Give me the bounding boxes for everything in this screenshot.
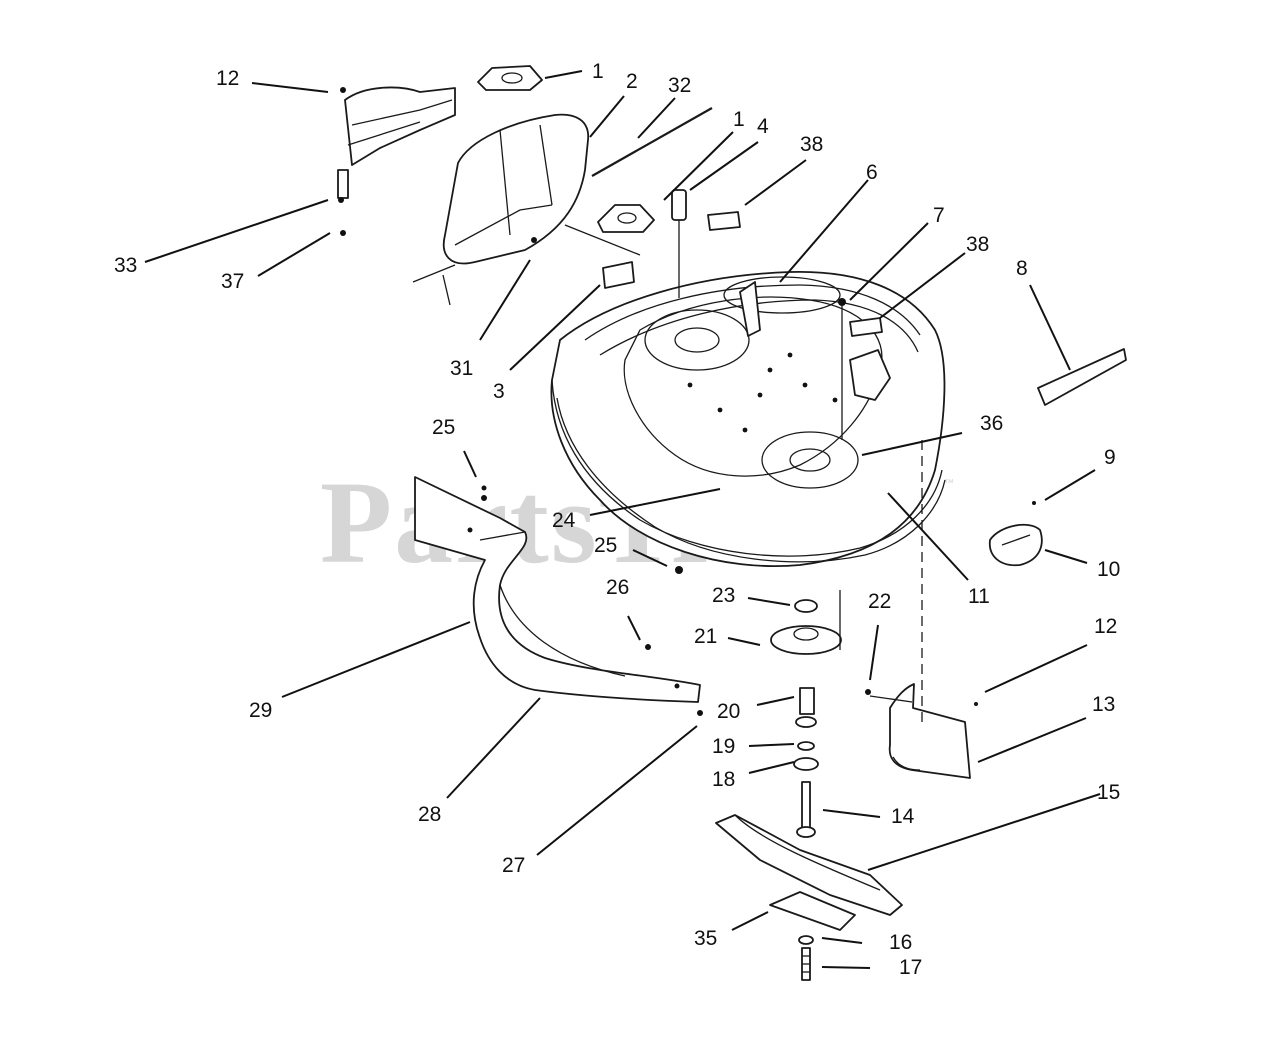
callout-38: 38 — [800, 133, 823, 156]
callout-27: 27 — [502, 854, 525, 877]
hinge-rod — [591, 107, 713, 177]
callout-3: 3 — [493, 380, 505, 403]
leader-lines — [144, 70, 1101, 969]
blade-bolt — [798, 935, 814, 981]
callout-28: 28 — [418, 803, 441, 826]
callout-1: 1 — [592, 60, 604, 83]
mower-blade — [715, 814, 903, 916]
callout-18: 18 — [712, 768, 735, 791]
callout-37: 37 — [221, 270, 244, 293]
callout-23: 23 — [712, 584, 735, 607]
watermark-trademark: ™ — [944, 478, 954, 489]
callout-labels: 12 1 2 32 1 4 38 6 7 38 8 33 37 31 3 36 … — [114, 60, 1120, 979]
callout-25-second: 25 — [594, 534, 617, 557]
decal-1 — [707, 211, 741, 231]
callout-7: 7 — [933, 204, 945, 227]
callout-33: 33 — [114, 254, 137, 277]
deflector-pad-center — [597, 204, 655, 233]
decal-2 — [849, 317, 883, 337]
deck-bolt — [838, 298, 846, 440]
decal-3 — [602, 261, 635, 289]
deflector-pad-top — [477, 65, 543, 91]
callout-12: 12 — [216, 67, 239, 90]
callout-10: 10 — [1097, 558, 1120, 581]
side-deflector — [869, 440, 971, 779]
callout-15: 15 — [1097, 781, 1120, 804]
callout-12-second: 12 — [1094, 615, 1117, 638]
discharge-chute — [337, 86, 641, 306]
callout-38-second: 38 — [966, 233, 989, 256]
callout-25: 25 — [432, 416, 455, 439]
callout-19: 19 — [712, 735, 735, 758]
deck-housing — [550, 271, 946, 567]
callout-2: 2 — [626, 70, 638, 93]
pulley-cap — [988, 501, 1043, 567]
callout-32: 32 — [668, 74, 691, 97]
callout-13: 13 — [1092, 693, 1115, 716]
callout-24: 24 — [552, 509, 576, 532]
blade-adaptor — [769, 891, 856, 931]
spindle-assembly — [770, 590, 842, 838]
callout-9: 9 — [1104, 446, 1116, 469]
callout-31: 31 — [450, 357, 473, 380]
callout-11: 11 — [968, 585, 990, 608]
callout-21: 21 — [694, 625, 717, 648]
callout-29: 29 — [249, 699, 272, 722]
callout-16: 16 — [889, 931, 912, 954]
callout-8: 8 — [1016, 257, 1028, 280]
callout-36: 36 — [980, 412, 1003, 435]
callout-17: 17 — [899, 956, 922, 979]
callout-4: 4 — [757, 115, 769, 138]
side-guard — [414, 476, 701, 703]
callout-20: 20 — [717, 700, 740, 723]
callout-14: 14 — [891, 805, 915, 828]
callout-22: 22 — [868, 590, 891, 613]
callout-35: 35 — [694, 927, 717, 950]
callout-26: 26 — [606, 576, 629, 599]
baffle-bar — [1037, 348, 1127, 406]
spacer-bolt — [671, 189, 687, 298]
callout-6: 6 — [866, 161, 878, 184]
callout-1-second: 1 — [733, 108, 745, 131]
